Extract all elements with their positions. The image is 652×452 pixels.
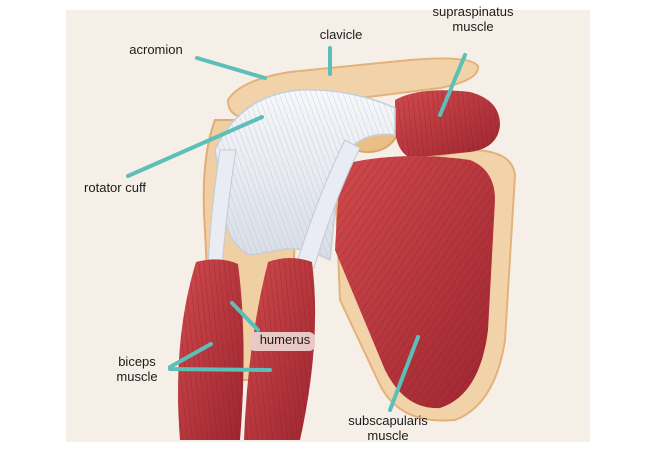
subscapularis-muscle: [335, 156, 495, 409]
label-supraspinatus-line1: supraspinatus: [432, 4, 514, 19]
leader-line-humerus: [230, 301, 260, 332]
label-acromion-text: acromion: [129, 42, 183, 57]
rotator-cuff-tendons: [214, 89, 396, 262]
label-subscapularis: subscapularis muscle: [318, 413, 458, 443]
label-acromion: acromion: [96, 42, 216, 57]
label-supraspinatus-line2: muscle: [452, 19, 494, 34]
label-subscapularis-line1: subscapularis: [348, 413, 428, 428]
label-humerus: humerus: [250, 332, 320, 347]
label-biceps: biceps muscle: [92, 354, 182, 384]
label-supraspinatus: supraspinatus muscle: [408, 4, 538, 34]
label-rotator-cuff: rotator cuff: [60, 180, 170, 195]
leader-line-supraspinatus: [438, 53, 467, 117]
biceps-muscle-left: [178, 259, 244, 440]
label-biceps-line2: muscle: [116, 369, 158, 384]
humerus-label-background: [249, 332, 315, 351]
leader-line-subscapularis: [388, 335, 420, 412]
label-subscapularis-line2: muscle: [367, 428, 409, 443]
label-humerus-text: humerus: [259, 332, 311, 347]
biceps-short-head-tendon: [295, 139, 361, 269]
label-rotator-cuff-text: rotator cuff: [84, 180, 146, 195]
leader-line-acromion: [195, 56, 267, 80]
supraspinatus-muscle: [395, 90, 500, 158]
leader-lines: [126, 46, 467, 412]
label-biceps-line1: biceps: [118, 354, 156, 369]
leader-line-biceps-lower: [168, 367, 272, 372]
leader-line-biceps-upper: [168, 342, 213, 369]
label-clavicle: clavicle: [286, 27, 396, 42]
leader-line-rotator-cuff: [126, 115, 264, 178]
label-clavicle-text: clavicle: [319, 27, 363, 42]
